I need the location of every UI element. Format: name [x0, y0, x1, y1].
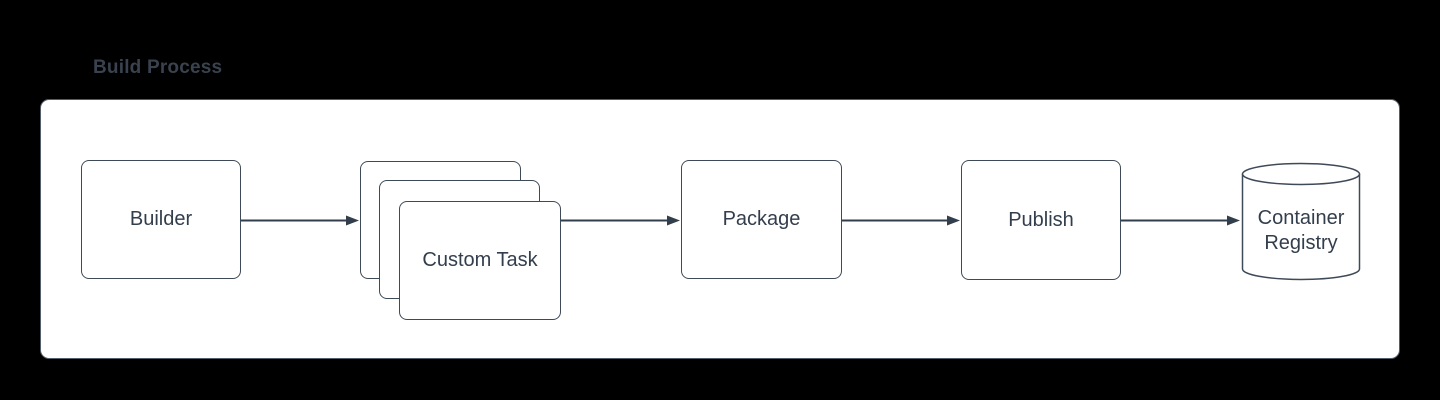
- node-publish-label: Publish: [1008, 208, 1074, 231]
- edge-publish-to-container-registry[interactable]: [1121, 215, 1240, 226]
- arrowhead-icon: [1227, 215, 1240, 226]
- arrowhead-icon: [667, 215, 680, 226]
- edge-package-to-publish[interactable]: [842, 215, 960, 226]
- node-container-registry-label: Container Registry: [1257, 207, 1345, 254]
- node-builder[interactable]: Builder: [81, 160, 241, 279]
- node-custom-task-label: Custom Task: [422, 249, 538, 271]
- diagram-canvas: Builder Custom Task Custom Task Custom T…: [40, 99, 1400, 359]
- arrowhead-icon: [947, 215, 960, 226]
- cylinder-icon: [1241, 162, 1361, 281]
- arrowhead-icon: [346, 215, 359, 226]
- node-publish[interactable]: Publish: [961, 160, 1121, 280]
- node-package[interactable]: Package: [681, 160, 842, 279]
- node-builder-label: Builder: [129, 208, 193, 230]
- diagram-title: Build Process: [93, 57, 223, 78]
- node-custom-task[interactable]: Custom Task: [399, 201, 561, 320]
- edges-layer: [241, 215, 1240, 226]
- node-package-label: Package: [722, 208, 801, 230]
- edge-custom-task-to-package[interactable]: [561, 215, 680, 226]
- edge-builder-to-custom-task[interactable]: [241, 215, 359, 226]
- node-container-registry[interactable]: Container Registry: [1241, 162, 1361, 281]
